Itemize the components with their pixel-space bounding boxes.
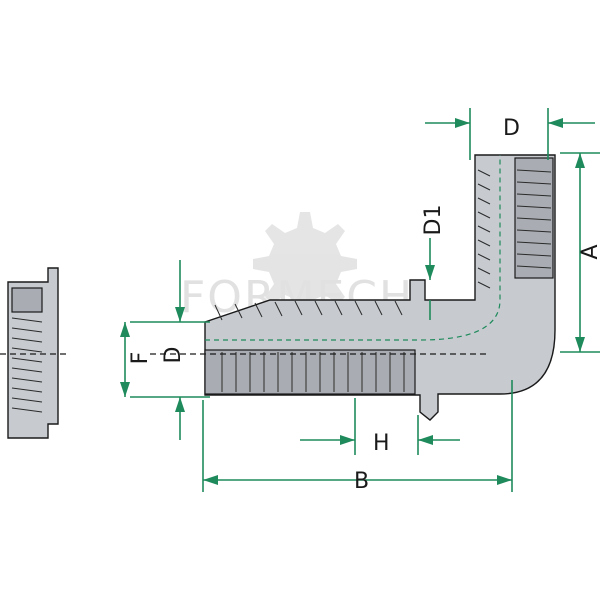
dim-label-d-left: D (161, 347, 186, 364)
dim-label-f: F (128, 352, 153, 365)
dim-label-d-top: D (503, 116, 520, 141)
horizontal-threads (214, 300, 405, 392)
nut-side-view (0, 267, 70, 439)
elbow-fitting (150, 154, 556, 421)
dim-label-a: A (578, 244, 600, 259)
nut-threads (11, 317, 43, 413)
dim-label-d1: D1 (421, 205, 446, 236)
watermark-gear-icon (253, 212, 357, 316)
dim-label-h: H (373, 431, 390, 456)
vertical-threads (477, 169, 552, 289)
dim-label-b: B (354, 469, 369, 494)
dimension-lines (120, 108, 600, 492)
